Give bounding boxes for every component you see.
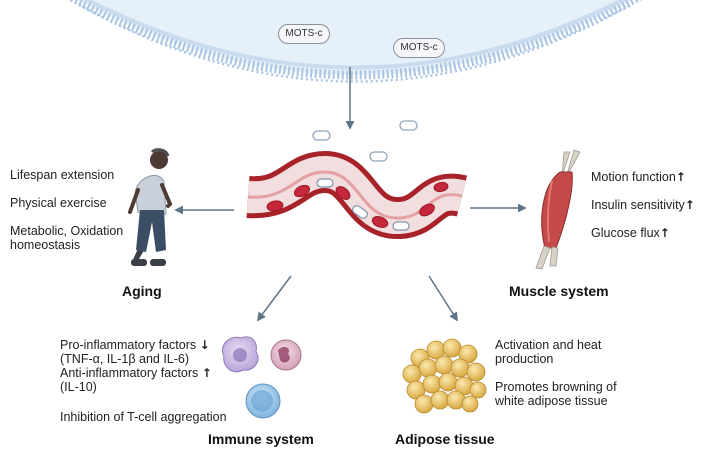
immune-line-4: (IL-10)	[60, 380, 97, 394]
adipose-cells-icon	[402, 338, 487, 414]
muscle-effect-2-text: Insulin sensitivity	[591, 198, 685, 212]
effect-arrows	[174, 203, 527, 322]
adipose-effect-2a: Promotes browning of	[495, 380, 617, 394]
red-blood-cells	[266, 181, 449, 228]
arrow-to-adipose	[428, 275, 458, 322]
aging-effect-3a: Metabolic, Oxidation	[10, 224, 124, 238]
elderly-person-icon	[128, 148, 173, 266]
aging-effect-2: Physical exercise	[10, 196, 107, 210]
immune-line-1: Pro-inflammatory factors ↓	[60, 338, 210, 353]
immune-cells-icon	[222, 336, 302, 419]
immune-line-1-text: Pro-inflammatory factors	[60, 338, 197, 352]
immune-title: Immune system	[208, 431, 314, 447]
peptide-capsules	[312, 120, 418, 162]
adipose-effect-2b: white adipose tissue	[495, 394, 608, 408]
vessel-peptides	[316, 178, 410, 231]
mots-c-molecule-2: MOTS-c	[393, 38, 445, 58]
up-arrow-icon: ↑	[684, 198, 695, 212]
aging-title: Aging	[122, 283, 162, 299]
muscle-title: Muscle system	[509, 283, 609, 299]
up-arrow-icon: ↑	[675, 170, 686, 184]
immune-line-5: Inhibition of T-cell aggregation	[60, 410, 227, 424]
aging-effect-1: Lifespan extension	[10, 168, 115, 182]
cell-membrane	[67, 0, 643, 83]
arrow-to-immune	[256, 275, 292, 322]
immune-line-3-text: Anti-inflammatory factors	[60, 366, 199, 380]
muscle-effect-2: Insulin sensitivity↑	[591, 198, 695, 213]
immune-line-2: (TNF-α, IL-1β and IL-6)	[60, 352, 190, 366]
immune-line-3: Anti-inflammatory factors ↑	[60, 366, 212, 381]
up-arrow-icon: ↑	[201, 366, 212, 380]
mots-c-molecule-1: MOTS-c	[278, 24, 330, 44]
muscle-effect-1-text: Motion function	[591, 170, 676, 184]
muscle-icon	[535, 149, 581, 270]
muscle-effect-3-text: Glucose flux	[591, 226, 660, 240]
aging-effect-3b: homeostasis	[10, 238, 81, 252]
down-arrow-icon: ↓	[199, 338, 210, 352]
up-arrow-icon: ↑	[659, 226, 670, 240]
muscle-effect-1: Motion function↑	[591, 170, 686, 185]
adipose-title: Adipose tissue	[395, 431, 495, 447]
blood-vessel	[246, 150, 468, 239]
muscle-effect-3: Glucose flux↑	[591, 226, 670, 241]
adipose-effect-1a: Activation and heat	[495, 338, 602, 352]
adipose-effect-1b: production	[495, 352, 554, 366]
